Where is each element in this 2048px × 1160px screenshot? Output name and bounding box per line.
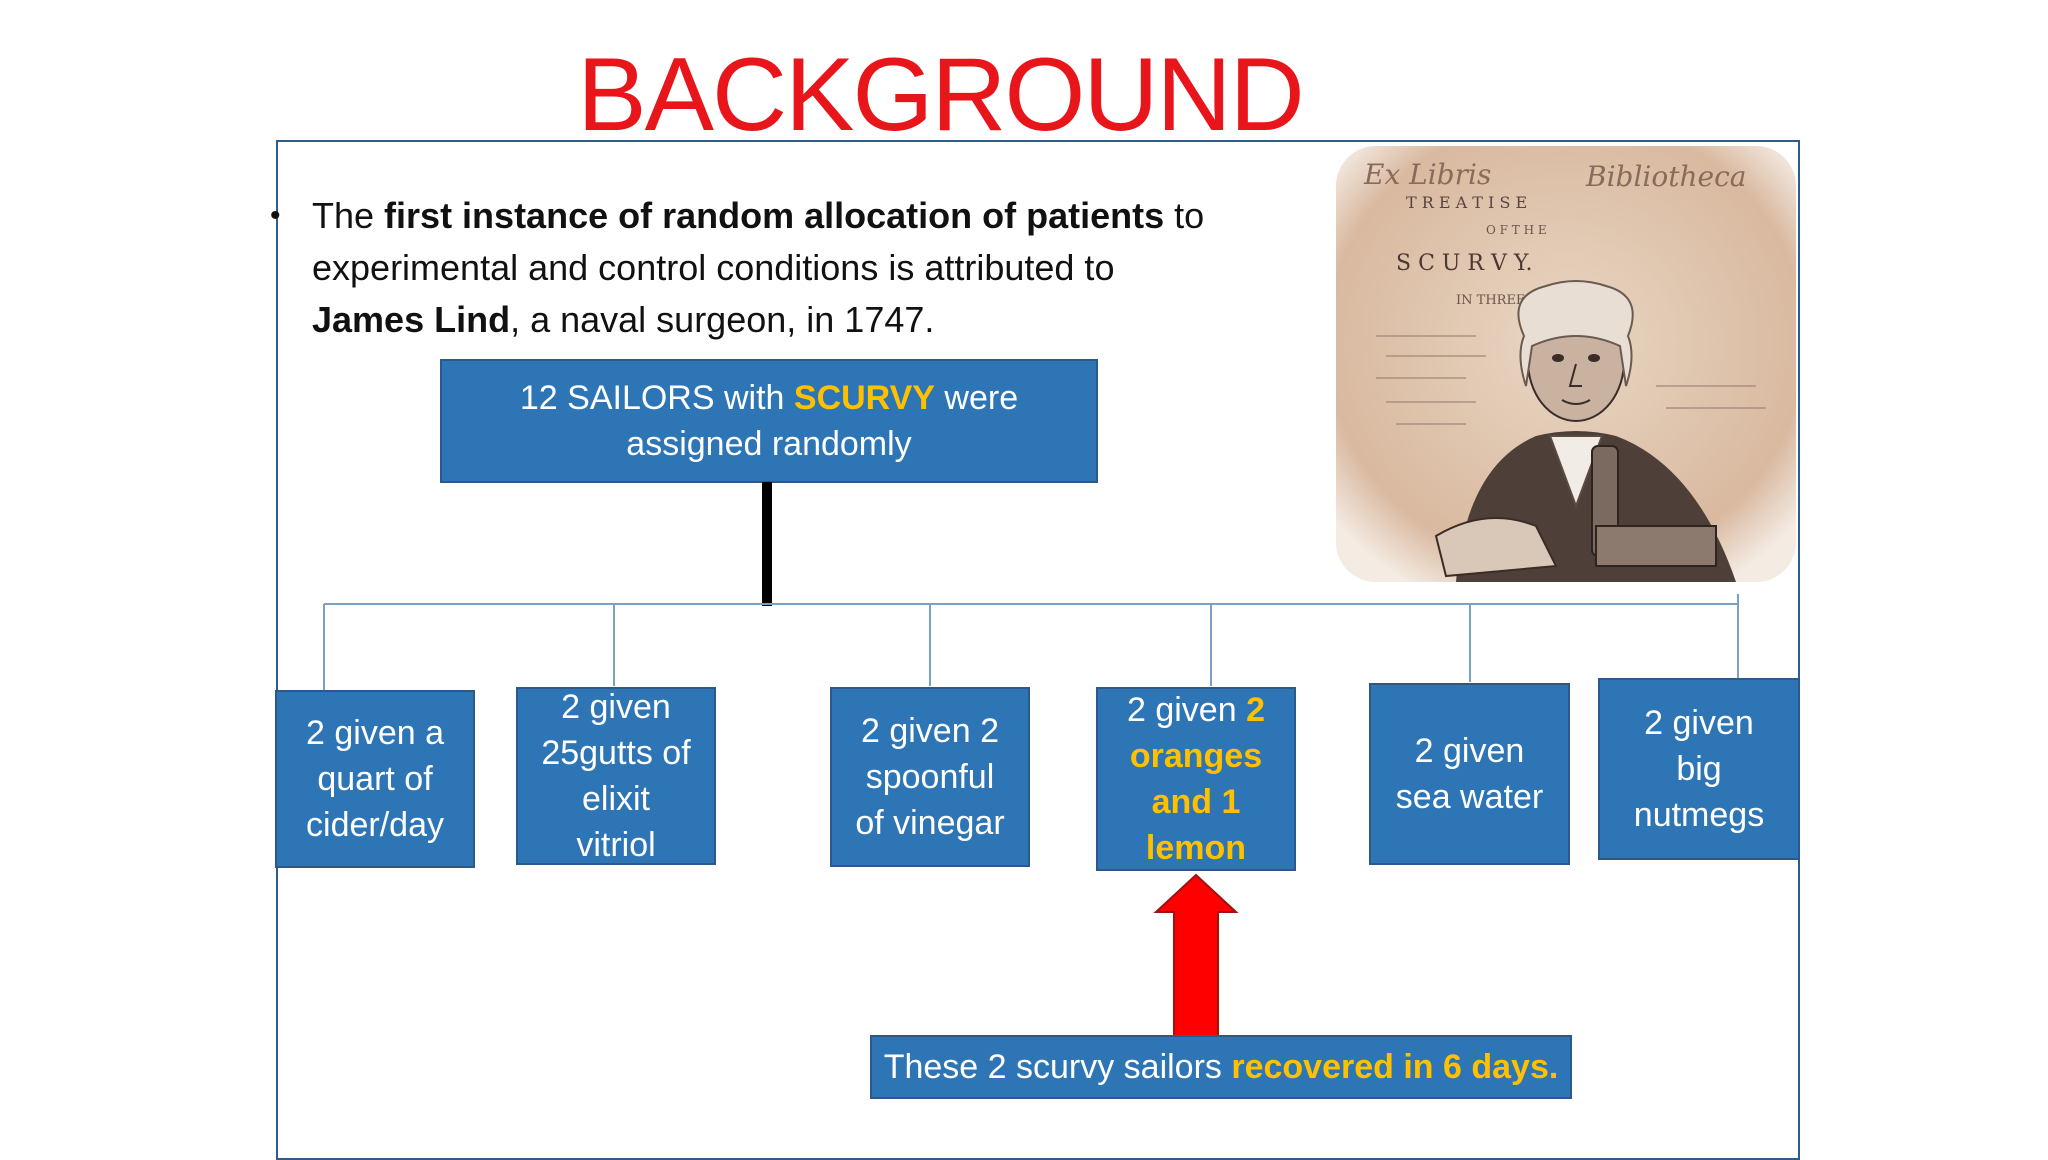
scurvy-highlight: SCURVY — [793, 379, 935, 417]
group-box-sea-water: 2 given sea water — [1369, 683, 1570, 865]
image-text-scurvy: S C U R V Y. — [1396, 251, 1533, 276]
top-box-sailors-assigned: 12 SAILORS with SCURVY were assigned ran… — [440, 359, 1098, 483]
slide-title: BACKGROUND — [577, 37, 1304, 153]
group-box-cider: 2 given a quart of cider/day — [275, 690, 475, 868]
bullet-text: The first instance of random allocation … — [312, 195, 1205, 340]
image-text-of-the: O F T H E — [1486, 223, 1547, 237]
image-text-ex-libris: Ex Libris — [1363, 158, 1491, 191]
recovered-highlight: recovered in 6 days. — [1231, 1048, 1559, 1086]
group-box-vinegar: 2 given 2 spoonful of vinegar — [830, 687, 1030, 867]
bold-phrase-james-lind: James Lind — [312, 299, 511, 340]
image-text-in-three: IN THREE — [1456, 293, 1525, 308]
group-box-oranges-lemon: 2 given 2 oranges and 1 lemon — [1096, 687, 1296, 871]
group-box-elixir-vitriol: 2 given 25gutts of elixit vitriol — [516, 687, 716, 865]
bold-phrase-random-allocation: first instance of random allocation of p… — [384, 195, 1165, 236]
group-box-nutmegs: 2 given big nutmegs — [1598, 678, 1800, 860]
portrait-illustration: Ex Libris Bibliotheca T R E A T I S E O … — [1336, 146, 1796, 582]
connector-trunk — [762, 482, 772, 606]
bullet-dot: • — [270, 199, 281, 232]
top-box-text: 12 SAILORS with SCURVY were assigned ran… — [519, 379, 1019, 463]
red-up-arrow-icon — [1153, 873, 1239, 1037]
result-box-recovered: These 2 scurvy sailors recovered in 6 da… — [870, 1035, 1572, 1099]
image-text-treatise: T R E A T I S E — [1406, 193, 1527, 212]
james-lind-portrait-image: Ex Libris Bibliotheca T R E A T I S E O … — [1336, 146, 1796, 582]
image-text-bibliotheca: Bibliotheca — [1585, 160, 1746, 193]
